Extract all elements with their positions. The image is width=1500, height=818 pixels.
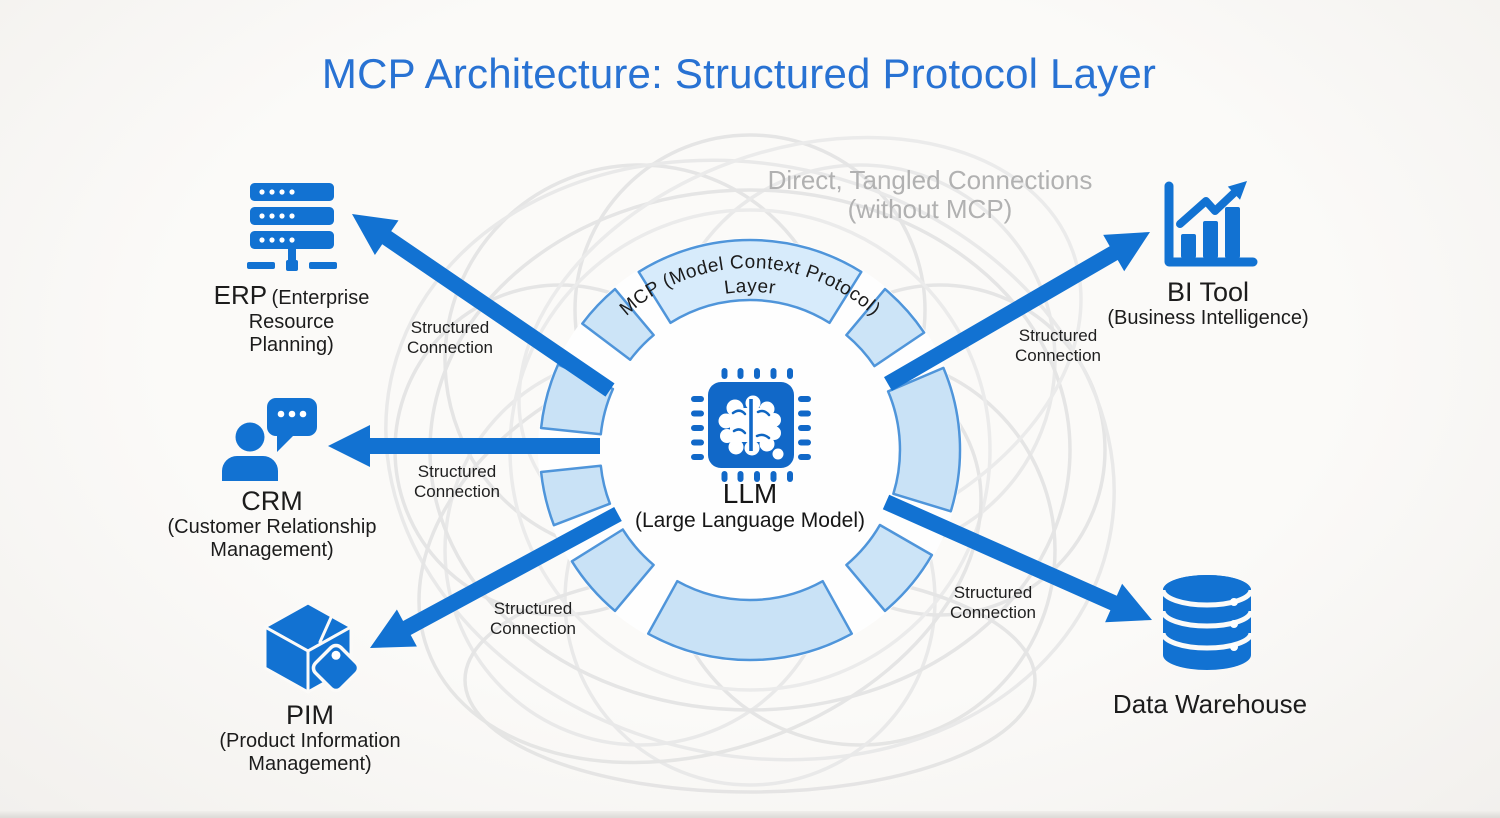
server-icon	[247, 183, 337, 271]
connection-label-line1: Structured	[410, 318, 490, 337]
llm-detail: (Large Language Model)	[635, 509, 865, 532]
arrow-to-crm	[328, 425, 600, 467]
erp-detail: (Enterprise Resource Planning)	[248, 287, 370, 356]
erp-name: ERP	[213, 280, 268, 310]
arrow-to-dw	[882, 494, 1152, 623]
ring-segment	[845, 287, 926, 368]
page-title: MCP Architecture: Structured Protocol La…	[321, 50, 1157, 97]
ring-segment	[646, 579, 854, 662]
tangled-connections-background	[384, 133, 1116, 794]
llm-name: LLM	[722, 478, 778, 509]
bi-tool-label: BI Tool (Business Intelligence)	[1093, 277, 1323, 330]
ring-segment	[845, 523, 934, 613]
ring-segment	[539, 464, 612, 527]
connection-label-pim: Structured Connection	[458, 599, 608, 639]
connection-label-dw: Structured Connection	[918, 583, 1068, 623]
bar-chart-icon	[1164, 181, 1258, 267]
connection-label-erp: Structured Connection	[375, 318, 525, 358]
tangled-note-line1: Direct, Tangled Connections	[767, 165, 1093, 195]
connection-label-line2: Connection	[489, 619, 576, 638]
structured-connection-arrows	[328, 214, 1152, 648]
bottom-edge-shadow	[0, 811, 1500, 818]
connection-label-line2: Connection	[406, 338, 493, 357]
package-tag-icon	[263, 601, 361, 694]
data-warehouse-name: Data Warehouse	[1112, 689, 1308, 719]
crm-name: CRM	[241, 486, 303, 516]
connection-label-line1: Structured	[493, 599, 573, 618]
bi-tool-detail: (Business Intelligence)	[1107, 307, 1309, 329]
pim-name: PIM	[285, 700, 334, 730]
data-warehouse-label: Data Warehouse	[1080, 689, 1340, 720]
crm-label: CRM (Customer Relationship Management)	[157, 486, 387, 562]
connection-label-line1: Structured	[953, 583, 1033, 602]
bi-tool-name: BI Tool	[1166, 277, 1250, 307]
database-icon	[1160, 575, 1254, 670]
ring-segment	[581, 287, 655, 361]
connection-label-line1: Structured	[1018, 326, 1098, 345]
mcp-ring-label-line2: Layer	[723, 276, 777, 299]
ring-segment	[570, 528, 655, 613]
pim-detail: (Product Information Management)	[219, 730, 401, 775]
user-chat-icon	[222, 398, 317, 481]
connection-label-line2: Connection	[949, 603, 1036, 622]
chip-brain-icon	[691, 368, 811, 482]
arrow-to-bi	[884, 232, 1150, 391]
ring-segment-mcp-label-arc	[637, 238, 863, 325]
connection-label-line2: Connection	[413, 482, 500, 501]
connection-label-crm: Structured Connection	[382, 462, 532, 502]
connection-label-line2: Connection	[1014, 346, 1101, 365]
mcp-ring-label-text2: Layer	[723, 276, 777, 299]
arrow-to-pim	[370, 507, 622, 648]
llm-label: LLM (Large Language Model)	[600, 479, 900, 533]
crm-detail: (Customer Relationship Management)	[167, 516, 377, 561]
tangled-connections-note: Direct, Tangled Connections (without MCP…	[728, 166, 1132, 224]
connection-label-bi: Structured Connection	[983, 326, 1133, 366]
connection-label-line1: Structured	[417, 462, 497, 481]
tangled-note-line2: (without MCP)	[847, 194, 1013, 224]
arrow-to-erp	[352, 214, 615, 397]
erp-label: ERP (Enterprise Resource Planning)	[204, 280, 379, 357]
pim-label: PIM (Product Information Management)	[210, 700, 410, 776]
ring-segment	[886, 366, 962, 513]
